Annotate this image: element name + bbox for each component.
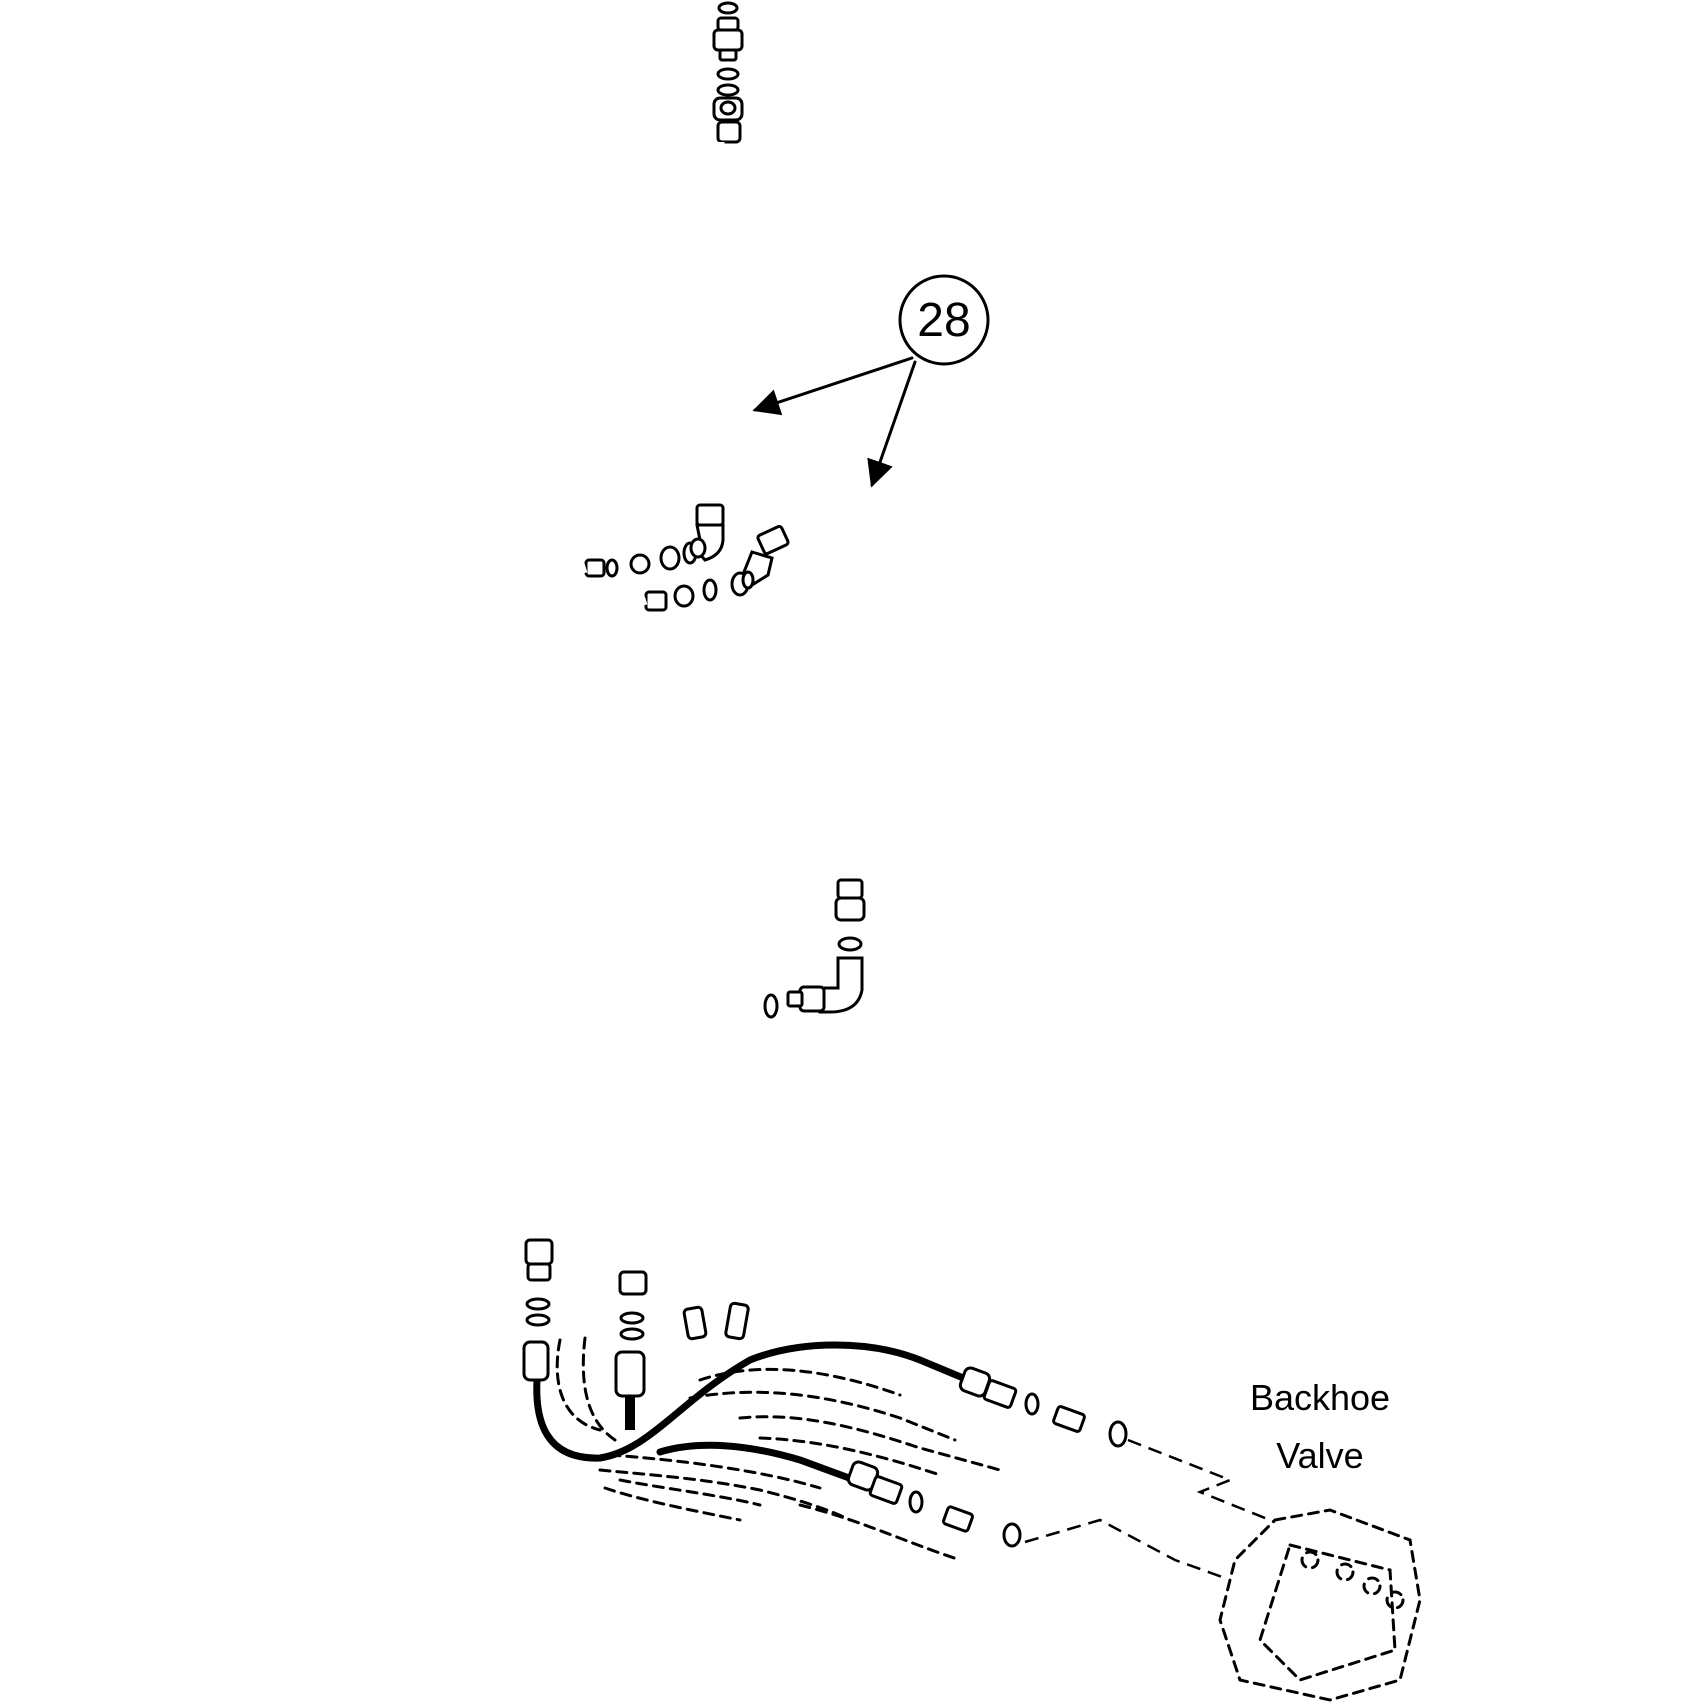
leader-lines-to-valve (1024, 1438, 1276, 1580)
backhoe-valve-body (1218, 1508, 1422, 1702)
hose-loop (742, 460, 892, 922)
elbow-fitting-lower (763, 936, 864, 1019)
hidden-hoses (555, 1336, 1002, 1562)
callout-circle (898, 274, 990, 366)
label-line-2: Valve (1276, 1435, 1363, 1476)
steel-tube-left (523, 563, 588, 1327)
callout-28: 28 (752, 274, 990, 488)
backhoe-valve-label: Backhoe Valve (1250, 1377, 1390, 1476)
top-fitting-stack (712, 1, 744, 144)
label-line-1: Backhoe (1250, 1377, 1390, 1418)
hose-upper (695, 140, 755, 562)
connector-fittings-upper-row (584, 537, 707, 578)
steel-tube-right (613, 595, 648, 1341)
connector-fittings-lower-row (644, 570, 755, 612)
callout-number: 28 (917, 294, 970, 347)
backhoe-valve-hoses (522, 1301, 1128, 1548)
